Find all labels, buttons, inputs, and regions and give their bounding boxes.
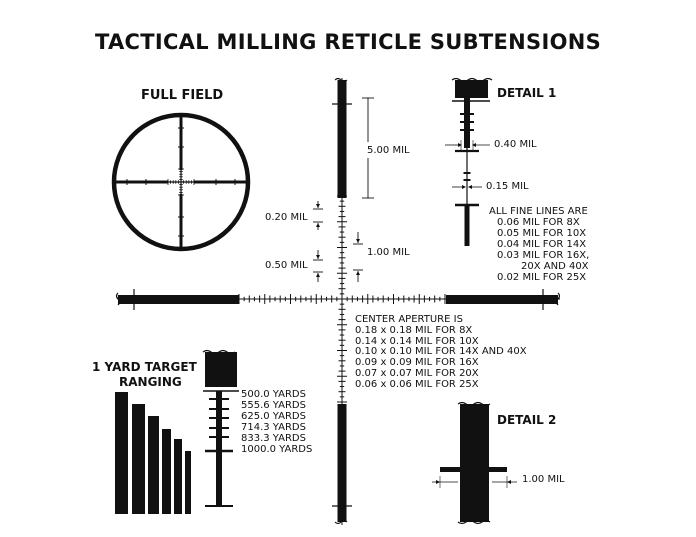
fine-line-text: 0.02 MIL FOR 25X: [497, 272, 587, 283]
minor-tick-label: 0.50 MIL: [265, 260, 308, 271]
detail2-bar-label: 1.00 MIL: [522, 474, 565, 485]
fine-line-text: 0.04 MIL FOR 14X: [497, 239, 587, 250]
aperture-line: 0.10 x 0.10 MIL FOR 14X AND 40X: [355, 346, 527, 357]
full-field-label: FULL FIELD: [141, 88, 224, 103]
fine-line-text: 20X AND 40X: [521, 261, 589, 272]
fine-line-text: 0.03 MIL FOR 16X,: [497, 250, 590, 261]
yard-label: 555.6 YARDS: [241, 400, 306, 411]
fine-line-text: 0.06 MIL FOR 8X: [497, 217, 580, 228]
major-tick-label: 1.00 MIL: [367, 247, 410, 258]
ranging-bars: [115, 392, 191, 514]
yard-label: 714.3 YARDS: [241, 422, 306, 433]
fine-line-text: 0.05 MIL FOR 10X: [497, 228, 587, 239]
full-field-ticks: [126, 127, 236, 237]
main-reticle: [115, 77, 561, 525]
aperture-line: CENTER APERTURE IS: [355, 314, 463, 325]
yard-label: 833.3 YARDS: [241, 433, 306, 444]
ranging-label-line1: 1 YARD TARGET: [92, 360, 197, 374]
detail2-graphic: [432, 401, 517, 525]
bottom-post: [337, 404, 347, 522]
tick-width-label: 0.40 MIL: [494, 139, 537, 150]
ranging-reticle: [202, 349, 239, 507]
full-field-reticle: [111, 112, 251, 252]
detail1-label: DETAIL 1: [497, 86, 557, 100]
main-reticle-ticks: [238, 195, 446, 403]
left-post: [118, 295, 239, 304]
yard-label: 1000.0 YARDS: [241, 444, 313, 455]
yard-label: 500.0 YARDS: [241, 389, 306, 400]
aperture-line: 0.09 x 0.09 MIL FOR 16X: [355, 357, 479, 368]
aperture-line: 0.14 x 0.14 MIL FOR 10X: [355, 336, 479, 347]
post-length-label: 5.00 MIL: [367, 145, 410, 156]
ranging-label-line2: RANGING: [119, 375, 182, 389]
page-title: TACTICAL MILLING RETICLE SUBTENSIONS: [94, 30, 602, 54]
aperture-line: 0.06 x 0.06 MIL FOR 25X: [355, 379, 479, 390]
aperture-line: 0.07 x 0.07 MIL FOR 20X: [355, 368, 479, 379]
aperture-line: 0.18 x 0.18 MIL FOR 8X: [355, 325, 473, 336]
detail2-label: DETAIL 2: [497, 413, 557, 427]
line-width-label: 0.15 MIL: [486, 181, 529, 192]
dot-spacing-label: 0.20 MIL: [265, 212, 308, 223]
right-post: [446, 295, 558, 304]
fine-line-text: ALL FINE LINES ARE: [489, 206, 588, 217]
yard-label: 625.0 YARDS: [241, 411, 306, 422]
detail1-graphic: [445, 77, 493, 246]
top-post: [337, 80, 347, 198]
